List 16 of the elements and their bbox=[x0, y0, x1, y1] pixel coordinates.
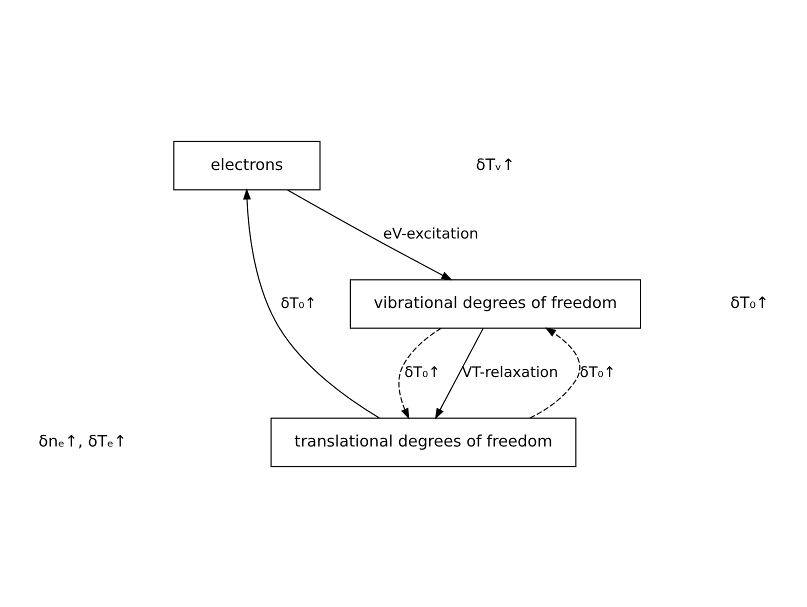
label: δTᵥ↑ bbox=[476, 154, 515, 174]
label: δT₀↑ bbox=[730, 292, 769, 312]
arrow bbox=[530, 326, 580, 418]
edge-label: eV-excitation bbox=[383, 225, 478, 242]
label: δnₑ↑, δTₑ↑ bbox=[38, 430, 127, 450]
arrow bbox=[434, 327, 484, 419]
node-box: electrons bbox=[173, 140, 321, 190]
edge-label: δT₀↑ bbox=[404, 363, 440, 380]
arrow bbox=[398, 327, 442, 419]
edge-label: δT₀↑ bbox=[580, 363, 616, 380]
arrow bbox=[243, 188, 380, 418]
edge-label: δT₀↑ bbox=[280, 294, 317, 312]
edge-label: VT-relaxation bbox=[462, 363, 558, 380]
arrow bbox=[287, 189, 453, 280]
node-box: translational degrees of freedom bbox=[270, 417, 576, 467]
node-box: vibrational degrees of freedom bbox=[350, 278, 642, 328]
